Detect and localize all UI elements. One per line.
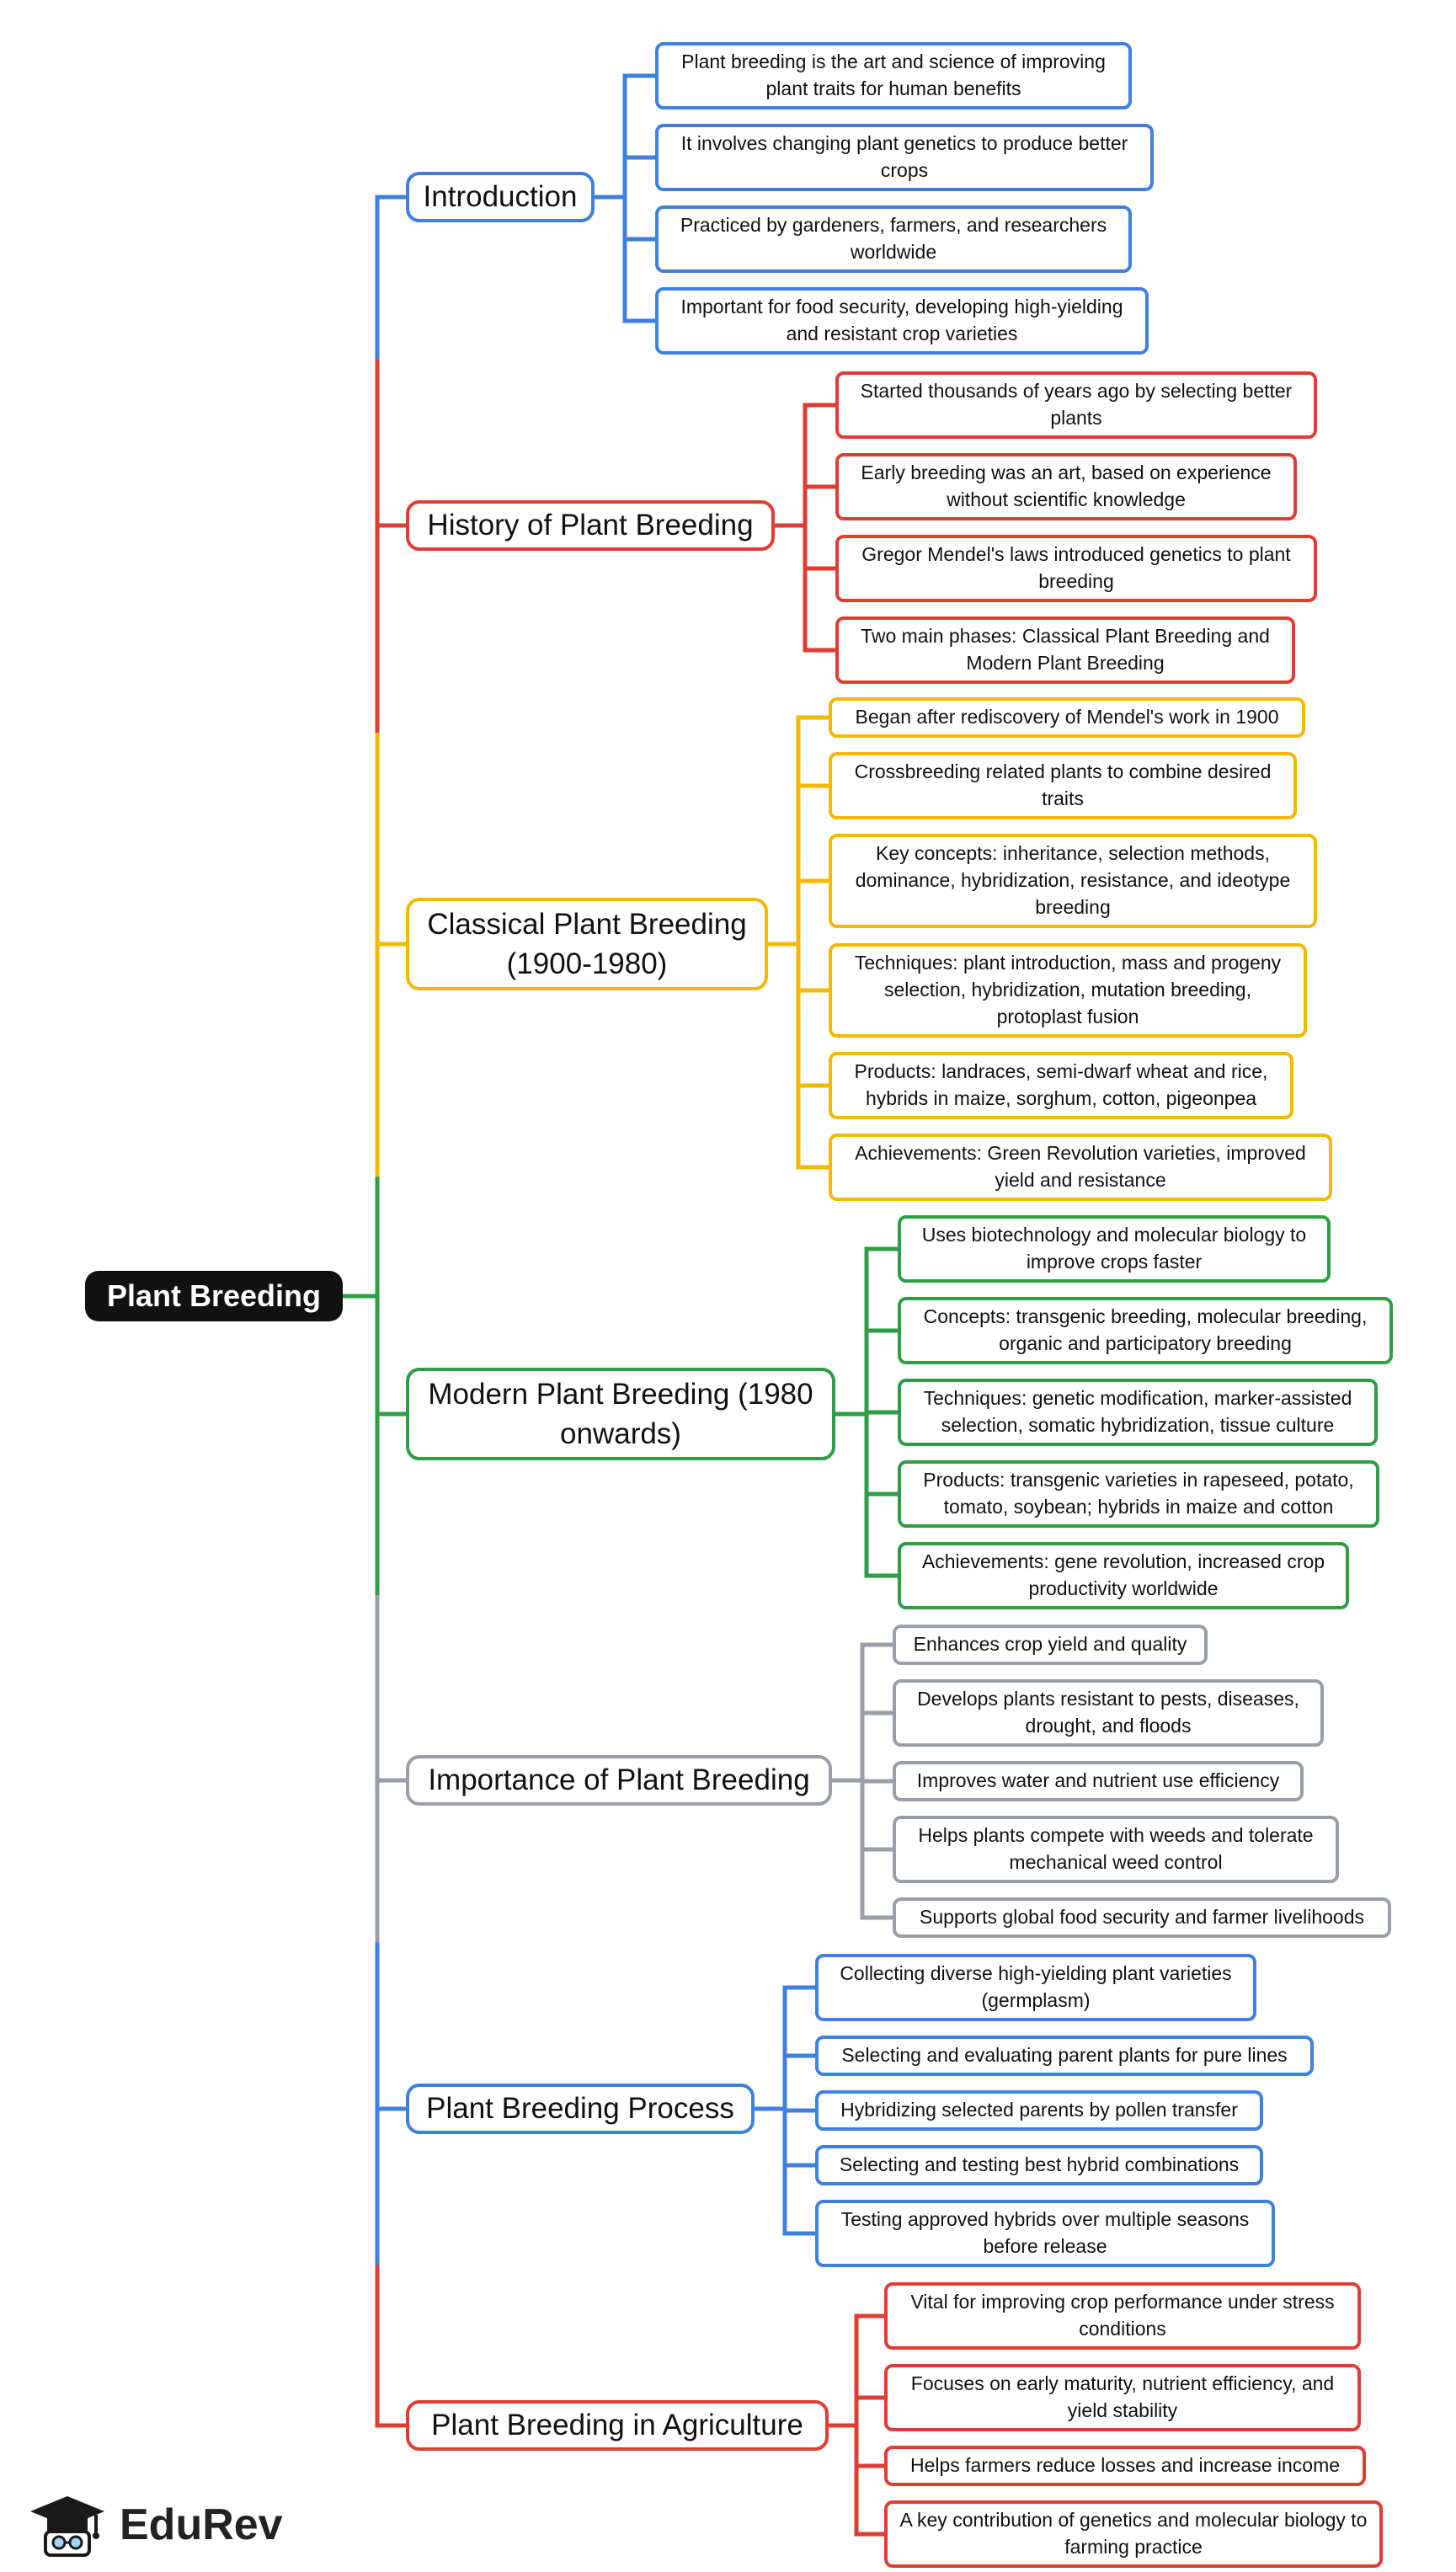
leaf-classical-5: Products: landraces, semi-dwarf wheat an…	[829, 1052, 1293, 1119]
leaf-classical-4: Techniques: plant introduction, mass and…	[829, 943, 1307, 1038]
branch-introduction: Introduction	[406, 172, 595, 222]
leaf-classical-6: Achievements: Green Revolution varieties…	[829, 1134, 1332, 1201]
leaf-importance-3: Improves water and nutrient use efficien…	[893, 1761, 1304, 1801]
leaf-agriculture-4: A key contribution of genetics and molec…	[884, 2500, 1383, 2568]
root-node: Plant Breeding	[85, 1271, 343, 1321]
branch-agriculture: Plant Breeding in Agriculture	[406, 2400, 829, 2451]
leaf-history-2: Early breeding was an art, based on expe…	[835, 453, 1297, 520]
branch-process: Plant Breeding Process	[406, 2084, 755, 2134]
leaf-modern-3: Techniques: genetic modification, marker…	[898, 1379, 1378, 1446]
leaf-importance-5: Supports global food security and farmer…	[893, 1897, 1391, 1938]
leaf-agriculture-2: Focuses on early maturity, nutrient effi…	[884, 2364, 1361, 2431]
leaf-importance-2: Develops plants resistant to pests, dise…	[893, 1679, 1324, 1747]
branch-classical: Classical Plant Breeding (1900-1980)	[406, 898, 768, 990]
leaf-importance-1: Enhances crop yield and quality	[893, 1625, 1208, 1665]
leaf-process-4: Selecting and testing best hybrid combin…	[815, 2145, 1263, 2185]
leaf-introduction-4: Important for food security, developing …	[655, 287, 1149, 355]
leaf-classical-2: Crossbreeding related plants to combine …	[829, 752, 1297, 819]
leaf-history-3: Gregor Mendel's laws introduced genetics…	[835, 535, 1317, 602]
leaf-modern-2: Concepts: transgenic breeding, molecular…	[898, 1297, 1393, 1364]
leaf-process-3: Hybridizing selected parents by pollen t…	[815, 2090, 1263, 2131]
leaf-process-5: Testing approved hybrids over multiple s…	[815, 2200, 1275, 2267]
branch-modern: Modern Plant Breeding (1980 onwards)	[406, 1368, 835, 1460]
branch-importance: Importance of Plant Breeding	[406, 1755, 832, 1806]
leaf-process-1: Collecting diverse high-yielding plant v…	[815, 1954, 1256, 2021]
leaf-history-1: Started thousands of years ago by select…	[835, 371, 1317, 439]
leaf-modern-5: Achievements: gene revolution, increased…	[898, 1542, 1349, 1609]
leaf-history-4: Two main phases: Classical Plant Breedin…	[835, 616, 1295, 684]
leaf-importance-4: Helps plants compete with weeds and tole…	[893, 1816, 1339, 1883]
graduation-cap-icon	[30, 2496, 104, 2557]
leaf-process-2: Selecting and evaluating parent plants f…	[815, 2036, 1314, 2076]
leaf-classical-3: Key concepts: inheritance, selection met…	[829, 834, 1317, 928]
branch-history: History of Plant Breeding	[406, 500, 775, 551]
edurev-logo: EduRev	[25, 2491, 295, 2559]
logo-text: EduRev	[120, 2500, 283, 2549]
leaf-modern-4: Products: transgenic varieties in rapese…	[898, 1460, 1379, 1528]
leaf-agriculture-1: Vital for improving crop performance und…	[884, 2282, 1361, 2350]
leaf-modern-1: Uses biotechnology and molecular biology…	[898, 1215, 1331, 1283]
leaf-classical-1: Began after rediscovery of Mendel's work…	[829, 697, 1305, 738]
leaf-introduction-1: Plant breeding is the art and science of…	[655, 42, 1132, 109]
leaf-introduction-2: It involves changing plant genetics to p…	[655, 124, 1154, 191]
leaf-agriculture-3: Helps farmers reduce losses and increase…	[884, 2446, 1366, 2486]
leaf-introduction-3: Practiced by gardeners, farmers, and res…	[655, 205, 1132, 273]
